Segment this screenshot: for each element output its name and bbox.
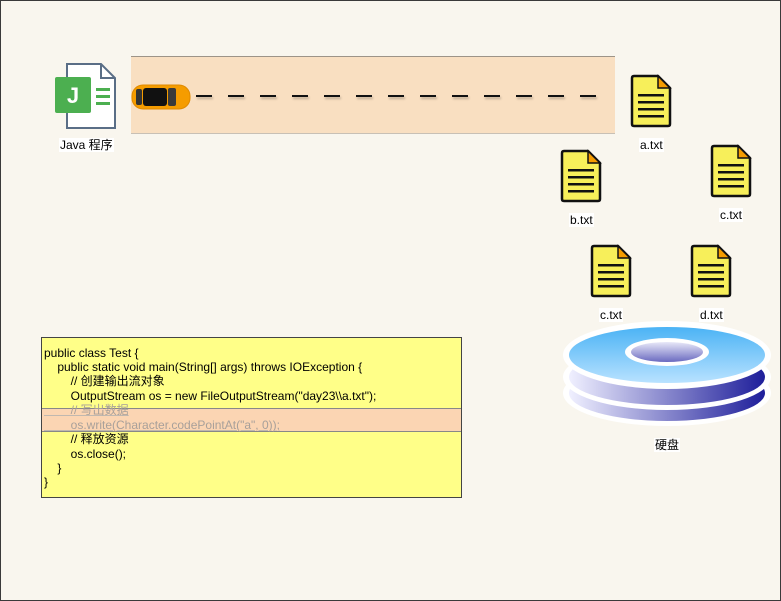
code-line: }: [44, 475, 49, 489]
file-label: c.txt: [719, 208, 744, 222]
code-line: // 创建输出流对象: [44, 374, 165, 388]
svg-text:J: J: [67, 83, 79, 108]
stream-dash: [580, 95, 596, 97]
code-line: public static void main(String[] args) t…: [44, 360, 363, 374]
stream-dash: [420, 95, 436, 97]
stream-dash: [388, 95, 404, 97]
file-label: d.txt: [699, 308, 724, 322]
file-c-bottom: [590, 244, 632, 303]
file-a: [630, 74, 672, 133]
file-label: a.txt: [639, 138, 664, 152]
java-file-icon: J: [55, 63, 116, 129]
code-line-highlighted: // 写出数据: [44, 403, 129, 417]
code-line-highlighted: os.write(Character.codePointAt("a", 0));: [44, 418, 280, 432]
stream-dash: [260, 95, 276, 97]
file-label: c.txt: [599, 308, 624, 322]
stream-dash: [548, 95, 564, 97]
stream-dash: [228, 95, 244, 97]
text-file-icon: [590, 244, 632, 298]
java-program-label: Java 程序: [59, 138, 114, 152]
text-file-icon: [560, 149, 602, 203]
file-label: b.txt: [569, 213, 594, 227]
code-line: public class Test {: [44, 346, 139, 360]
stream-dash: [356, 95, 372, 97]
text-file-icon: [690, 244, 732, 298]
stream-dash: [484, 95, 500, 97]
text-file-icon: [630, 74, 672, 128]
code-line: // 释放资源: [44, 432, 129, 446]
stream-dash: [292, 95, 308, 97]
stream-dash: [324, 95, 340, 97]
file-c-right: [710, 144, 752, 203]
code-line: }: [44, 461, 62, 475]
stream-dash: [196, 95, 212, 97]
code-snippet: public class Test { public static void m…: [41, 337, 462, 498]
java-program: J: [55, 62, 117, 132]
highlighted-code-band: [42, 408, 461, 432]
file-b: [560, 149, 602, 208]
text-file-icon: [710, 144, 752, 198]
hard-disk-label: 硬盘: [654, 438, 681, 452]
file-d: [690, 244, 732, 303]
stream-dash: [516, 95, 532, 97]
car-icon: [131, 83, 191, 111]
code-line: os.close();: [44, 447, 127, 461]
code-line: OutputStream os = new FileOutputStream("…: [44, 389, 377, 403]
stream-dash: [452, 95, 468, 97]
hard-disk-icon: [561, 317, 773, 429]
